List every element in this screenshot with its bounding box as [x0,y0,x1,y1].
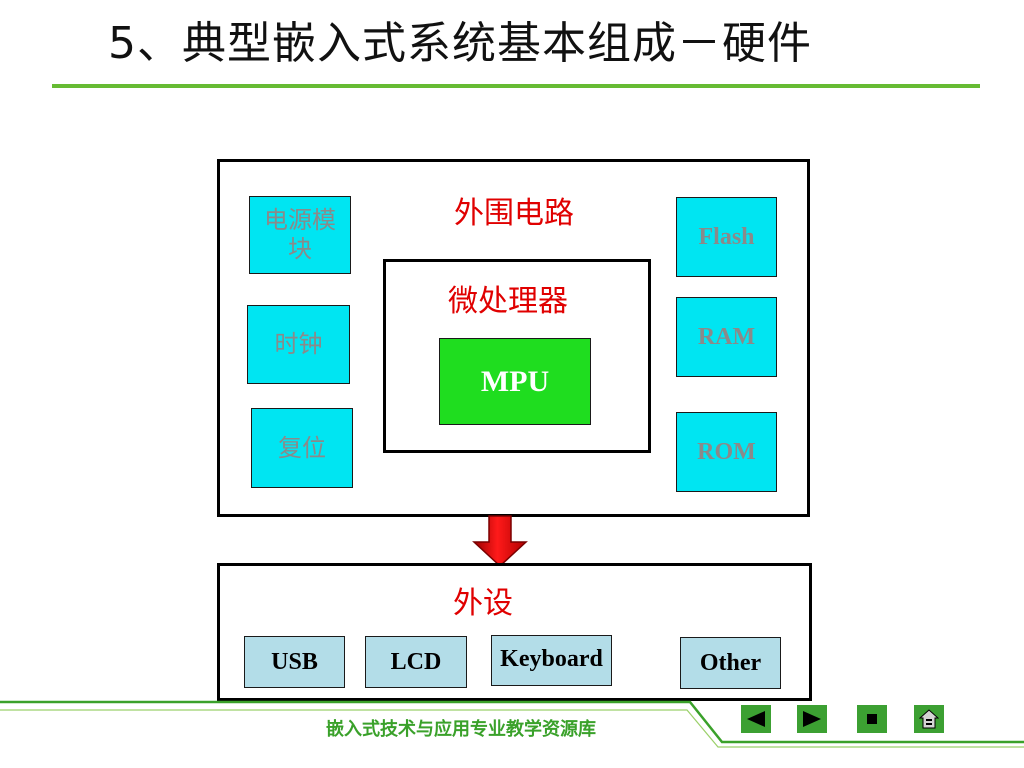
page-title: 5、典型嵌入式系统基本组成－硬件 [108,18,812,69]
home-icon [919,709,939,729]
stop-icon [867,714,877,724]
clock-block: 时钟 [247,305,350,384]
footer-decoration [0,700,1024,748]
home-button[interactable] [914,705,944,733]
next-button[interactable] [797,705,827,733]
reset-block: 复位 [251,408,353,488]
ram-block: RAM [676,297,777,377]
usb-label: USB [271,648,318,675]
previous-button[interactable] [741,705,771,733]
rom-block: ROM [676,412,777,492]
title-underline [52,84,980,88]
clock-label: 时钟 [274,330,323,358]
mpu-label: MPU [480,364,550,398]
lcd-label: LCD [390,648,442,675]
footer-caption: 嵌入式技术与应用专业教学资源库 [326,719,596,740]
rom-label: ROM [697,438,756,465]
mpu-block: MPU [439,338,591,425]
reset-label: 复位 [278,433,326,462]
next-icon [803,711,821,727]
power-module-label: 电源模块 [264,206,336,263]
previous-icon [747,711,765,727]
down-arrow-icon [472,515,528,567]
microprocessor-label: 微处理器 [448,284,568,319]
lcd-block: LCD [365,636,467,688]
other-block: Other [680,637,781,689]
power-module-block: 电源模块 [249,196,351,274]
flash-block: Flash [676,197,777,277]
flash-label: Flash [698,223,755,250]
ram-label: RAM [697,323,756,350]
keyboard-label: Keyboard [500,646,603,672]
other-label: Other [699,649,762,676]
stop-button[interactable] [857,705,887,733]
peripherals-label: 外设 [453,586,513,621]
keyboard-block: Keyboard [491,635,612,686]
peripheral-circuit-label: 外围电路 [454,196,574,231]
usb-block: USB [244,636,345,688]
